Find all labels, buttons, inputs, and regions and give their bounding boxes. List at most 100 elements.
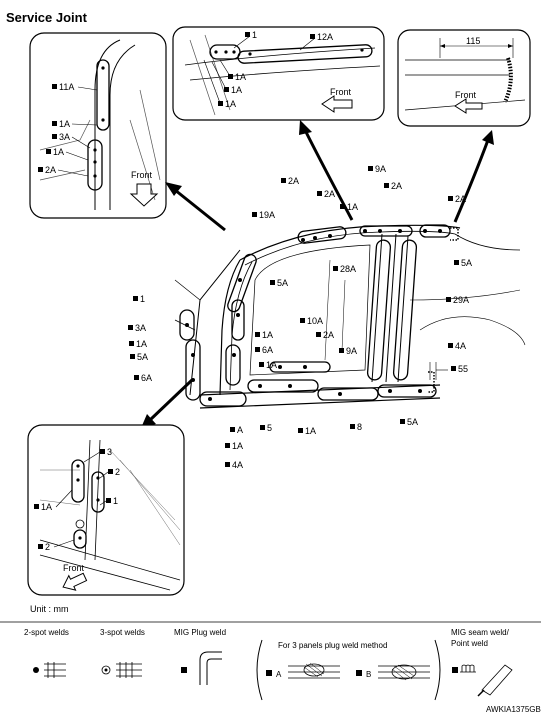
square-marker [281, 178, 286, 183]
diagram-title: Service Joint [6, 10, 88, 25]
square-marker [130, 354, 135, 359]
square-marker [368, 166, 373, 171]
weld-label-m6a-1: 6A [262, 345, 273, 355]
square-marker [448, 343, 453, 348]
front-label: Front [330, 87, 352, 97]
front-label: Front [455, 90, 477, 100]
legend-mig-plug: MIG Plug weld [174, 628, 226, 637]
inset-lower-label: 3 [107, 447, 112, 457]
weld-label-m1a-6: 1A [232, 441, 243, 451]
square-marker [134, 375, 139, 380]
square-marker [350, 424, 355, 429]
square-marker [133, 296, 138, 301]
weld-label-m2a-1: 2A [288, 176, 299, 186]
weld-points [185, 229, 442, 401]
panel-a-label: A [276, 670, 282, 679]
inset-pillar: 11A 1A 3A 1A 2A Front [29, 32, 167, 219]
weld-label-m1a-1: 1A [347, 202, 358, 212]
square-marker [448, 196, 453, 201]
square-marker [255, 347, 260, 352]
square-marker [446, 297, 451, 302]
inset-roof-label: 1A [231, 85, 242, 95]
inset-lower-label: 1A [41, 502, 52, 512]
dimension-55 [429, 362, 448, 380]
weld-label-m55: 55 [458, 364, 468, 374]
square-marker [400, 419, 405, 424]
weld-label-m19a: 19A [259, 210, 275, 220]
inset-pillar-label: 1A [59, 119, 70, 129]
weld-label-m1a-5: 1A [305, 426, 316, 436]
square-marker [454, 260, 459, 265]
weld-label-m9a-2: 9A [346, 346, 357, 356]
legend-three-spot: 3-spot welds [100, 628, 145, 637]
legend-two-spot: 2-spot welds [24, 628, 69, 637]
weld-label-m6a-2: 6A [141, 373, 152, 383]
weld-label-m2a-5: 2A [323, 330, 334, 340]
bracket-left [256, 639, 263, 701]
weld-label-m1a-4: 1A [266, 360, 277, 370]
legend-three-panel: For 3 panels plug weld method [278, 641, 387, 650]
weld-label-m2a-4: 2A [455, 194, 466, 204]
weld-label-m4a-1: 4A [455, 341, 466, 351]
square-marker [106, 498, 111, 503]
weld-label-m1: 1 [140, 294, 145, 304]
figure-code: AWKIA1375GB [486, 705, 541, 714]
weld-label-m5a-4: 5A [407, 417, 418, 427]
square-marker [259, 362, 264, 367]
inset-lower-label: 2 [45, 542, 50, 552]
square-marker [340, 204, 345, 209]
body-side [174, 224, 526, 409]
inset-pillar-label: 1A [53, 147, 64, 157]
weld-label-ma: A [237, 425, 243, 435]
square-marker [298, 428, 303, 433]
square-marker [260, 425, 265, 430]
square-marker [317, 191, 322, 196]
front-arrow-icon [62, 572, 88, 591]
square-marker [451, 366, 456, 371]
square-marker [228, 74, 233, 79]
legend-seam-line1: MIG seam weld/ [451, 628, 510, 637]
square-marker [34, 504, 39, 509]
weld-label-m28a: 28A [340, 264, 356, 274]
weld-label-m1a-3: 1A [136, 339, 147, 349]
front-arrow-icon [454, 98, 483, 114]
inset-roof-label: 1A [235, 72, 246, 82]
square-marker [38, 544, 43, 549]
square-marker [129, 341, 134, 346]
square-marker [252, 212, 257, 217]
inset-pillar-label: 11A [59, 82, 74, 92]
square-marker [225, 462, 230, 467]
square-marker [270, 280, 275, 285]
inset-roof-label: 1 [252, 30, 257, 40]
weld-label-m1a-2: 1A [262, 330, 273, 340]
unit-label: Unit : mm [30, 604, 69, 614]
mig-plug-weld-icon [181, 651, 222, 685]
square-marker [52, 121, 57, 126]
weld-label-m10a: 10A [307, 316, 323, 326]
weld-label-m3a: 3A [135, 323, 146, 333]
seam-weld-icon [452, 664, 513, 697]
square-marker [230, 427, 235, 432]
square-marker [128, 325, 133, 330]
weld-label-m4a-2: 4A [232, 460, 243, 470]
inset-rear: 115 Front [397, 29, 531, 127]
square-marker [46, 149, 51, 154]
weld-label-m5a-3: 5A [137, 352, 148, 362]
square-marker [224, 87, 229, 92]
panel-b-label: B [366, 670, 371, 679]
inset-roof-label: 12A [317, 32, 333, 42]
callout-arrows [141, 120, 494, 428]
square-marker [52, 134, 57, 139]
weld-label-m5a-2: 5A [461, 258, 472, 268]
square-marker [52, 84, 57, 89]
inset-roof-label: 1A [225, 99, 236, 109]
inset-pillar-label: 3A [59, 132, 70, 142]
square-marker [225, 443, 230, 448]
front-label: Front [131, 170, 153, 180]
square-marker [108, 469, 113, 474]
square-marker [100, 449, 105, 454]
weld-label-m2a-3: 2A [391, 181, 402, 191]
dimension-115: 115 [466, 36, 480, 46]
